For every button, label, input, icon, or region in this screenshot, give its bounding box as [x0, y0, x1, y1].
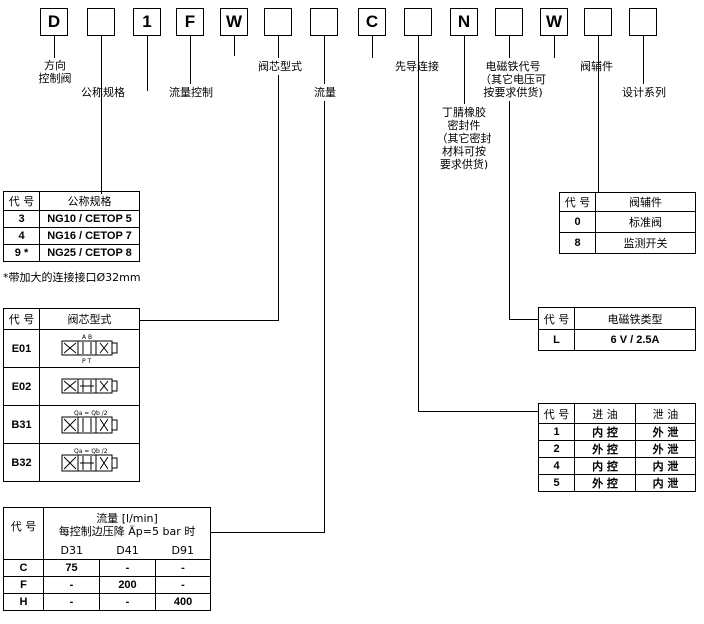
size-note: *带加大的连接接口Ø32mm: [3, 271, 141, 284]
pilot-in: 内 控: [574, 457, 636, 475]
port-label-ab: A B: [82, 334, 92, 341]
flow-header-code: 代 号: [3, 507, 44, 560]
pilot-header-code: 代 号: [538, 403, 575, 424]
accessory-value: 监测开关: [595, 232, 696, 254]
size-value: NG10 / CETOP 5: [39, 210, 140, 228]
label-flow: 流量: [314, 86, 336, 99]
flow-value: -: [154, 576, 212, 594]
code-box-3: 1: [133, 8, 161, 36]
spool-table: 代 号 阀芯型式 E01 A B P T E02: [3, 308, 140, 482]
accessory-code: 0: [559, 211, 596, 233]
solenoid-header-code: 代 号: [538, 307, 575, 330]
pilot-code: 5: [538, 474, 575, 492]
code-box-12: W: [540, 8, 568, 36]
label-spool-type: 阀芯型式: [258, 60, 302, 73]
pilot-in: 内 控: [574, 423, 636, 441]
spool-header-code: 代 号: [3, 308, 40, 330]
spool-symbol-b31: Qa = Qb /2: [39, 405, 140, 444]
pilot-table: 代 号 进 油 泄 油 1 内 控 外 泄 2 外 控 外 泄 4 内 控 内 …: [538, 403, 696, 492]
label-direction: 方向 控制阀: [38, 59, 72, 85]
size-header-code: 代 号: [3, 191, 40, 211]
pilot-drain: 外 泄: [635, 423, 696, 441]
flow-code: H: [3, 593, 44, 611]
pilot-drain: 内 泄: [635, 474, 696, 492]
flow-value: -: [99, 559, 156, 577]
flow-value: -: [154, 559, 212, 577]
spool-code: E01: [3, 329, 40, 368]
label-seal: 丁腈橡胶 密封件 （其它密封 材料可按 要求供货): [436, 106, 492, 171]
size-table: 代 号 公称规格 3 NG10 / CETOP 5 4 NG16 / CETOP…: [3, 191, 140, 262]
pilot-in: 外 控: [574, 440, 636, 458]
pilot-in: 外 控: [574, 474, 636, 492]
size-header-name: 公称规格: [39, 191, 140, 211]
pilot-header-in: 进 油: [574, 403, 636, 424]
accessory-header-name: 阀辅件: [595, 192, 696, 212]
port-label-pt: P T: [82, 358, 92, 365]
code-box-7: [310, 8, 338, 36]
pilot-header-drain: 泄 油: [635, 403, 696, 424]
solenoid-header-name: 电磁铁类型: [574, 307, 696, 330]
flow-value: -: [43, 593, 100, 611]
flow-value: 200: [99, 576, 156, 594]
code-box-11: [495, 8, 523, 36]
spool-code: E02: [3, 367, 40, 406]
spool-code: B31: [3, 405, 40, 444]
code-box-5: W: [220, 8, 248, 36]
size-code: 9 *: [3, 244, 40, 262]
spool-symbol-e02: [39, 367, 140, 406]
accessory-header-code: 代 号: [559, 192, 596, 212]
spool-symbol-e01: A B P T: [39, 329, 140, 368]
flow-ratio-label: Qa = Qb /2: [74, 448, 108, 455]
code-box-14: [629, 8, 657, 36]
label-nominal-size: 公称规格: [81, 86, 125, 99]
flow-header-title: 流量 [l/min] 每控制边压降 Äp=5 bar 时: [42, 507, 212, 543]
pilot-drain: 外 泄: [635, 440, 696, 458]
flow-ratio-label: Qa = Qb /2: [74, 410, 108, 417]
solenoid-table: 代 号 电磁铁类型 L 6 V / 2.5A: [538, 307, 696, 351]
flow-code: C: [3, 559, 44, 577]
label-accessory: 阀辅件: [580, 60, 613, 73]
code-box-8: C: [358, 8, 386, 36]
flow-value: -: [43, 576, 100, 594]
flow-value: -: [99, 593, 156, 611]
pilot-code: 2: [538, 440, 575, 458]
code-box-1: D: [40, 8, 68, 36]
flow-col-d41: D41: [99, 542, 156, 560]
pilot-code: 4: [538, 457, 575, 475]
accessory-value: 标准阀: [595, 211, 696, 233]
size-value: NG25 / CETOP 8: [39, 244, 140, 262]
solenoid-value: 6 V / 2.5A: [574, 329, 696, 351]
label-flow-control: 流量控制: [169, 86, 213, 99]
size-value: NG16 / CETOP 7: [39, 227, 140, 245]
spool-header-name: 阀芯型式: [39, 308, 140, 330]
spool-symbol-b32: Qa = Qb /2: [39, 443, 140, 482]
pilot-code: 1: [538, 423, 575, 441]
solenoid-code: L: [538, 329, 575, 351]
code-box-13: [584, 8, 612, 36]
flow-col-d31: D31: [43, 542, 100, 560]
accessory-table: 代 号 阀辅件 0 标准阀 8 监测开关: [559, 192, 696, 254]
label-pilot-connection: 先导连接: [395, 60, 439, 73]
code-box-10: N: [450, 8, 478, 36]
accessory-code: 8: [559, 232, 596, 254]
code-box-6: [264, 8, 292, 36]
label-design-series: 设计系列: [622, 86, 666, 99]
code-box-2: [87, 8, 115, 36]
pilot-drain: 内 泄: [635, 457, 696, 475]
flow-table: 代 号 流量 [l/min] 每控制边压降 Äp=5 bar 时 D31 D41…: [3, 507, 212, 611]
flow-col-d91: D91: [155, 542, 212, 560]
size-code: 4: [3, 227, 40, 245]
code-box-9: [404, 8, 432, 36]
flow-value: 400: [154, 593, 212, 611]
flow-code: F: [3, 576, 44, 594]
flow-value: 75: [43, 559, 100, 577]
code-box-4: F: [176, 8, 204, 36]
spool-code: B32: [3, 443, 40, 482]
size-code: 3: [3, 210, 40, 228]
label-solenoid: 电磁铁代号 （其它电压可 按要求供货): [480, 60, 546, 99]
